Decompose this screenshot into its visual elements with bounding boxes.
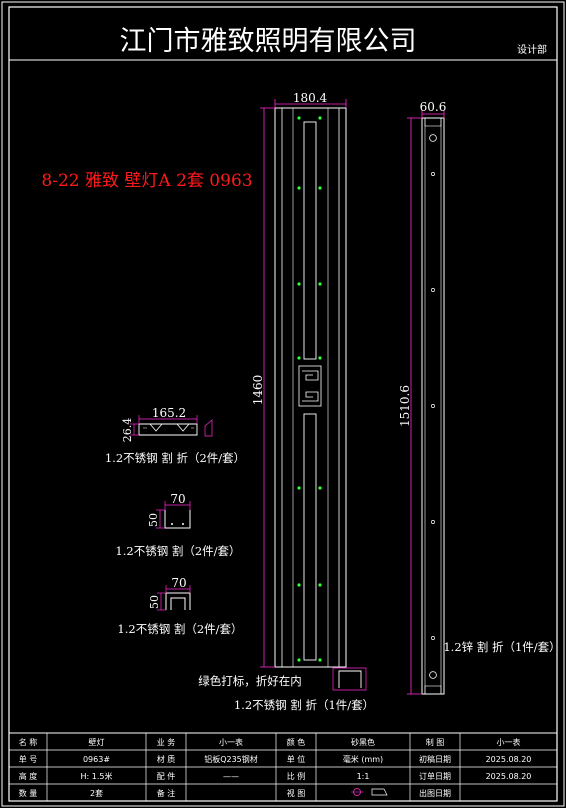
title-block-cell: 0963# xyxy=(83,755,110,764)
order-label: 8-22 雅致 壁灯A 2套 0963 xyxy=(41,171,252,191)
title-block-cell: 制 图 xyxy=(426,737,445,747)
profile-2-caption: 1.2不锈钢 割（2件/套） xyxy=(115,544,240,558)
company-title: 江门市雅致照明有限公司 xyxy=(120,26,417,57)
title-block-cell: 比 例 xyxy=(287,771,306,781)
main-panel-dimensions xyxy=(260,99,347,668)
profile-3-width-dimension: 70 xyxy=(171,576,186,590)
title-block-cell: 订单日期 xyxy=(419,771,451,781)
title-block-cell: 备 注 xyxy=(157,788,176,798)
title-block-cell: 视 图 xyxy=(287,788,306,798)
title-block-cell: 颜 色 xyxy=(287,737,306,747)
side-bar-view xyxy=(421,117,445,695)
main-height-dimension: 1460 xyxy=(251,375,265,406)
title-block-cell: 出图日期 xyxy=(419,788,451,798)
title-block-cell: 名 称 xyxy=(19,737,38,747)
profile-3-shape xyxy=(165,592,191,610)
title-block-cell: 单 号 xyxy=(19,754,38,764)
main-width-dimension: 180.4 xyxy=(293,91,328,105)
profile-2-dimensions xyxy=(156,501,191,529)
side-width-dimension: 60.6 xyxy=(420,100,447,114)
title-block-cell: 铝板Q235钢材 xyxy=(204,754,258,764)
profile-3-height-dimension: 50 xyxy=(148,595,161,609)
title-block-cell: H: 1.5米 xyxy=(81,771,113,781)
main-caption: 1.2不锈钢 割 折（1件/套） xyxy=(234,698,374,712)
side-bar-dimensions xyxy=(407,110,445,695)
profile-2-width-dimension: 70 xyxy=(170,492,185,506)
profile-1-shape xyxy=(138,423,198,436)
green-markers xyxy=(297,116,322,662)
profile-1-caption: 1.2不锈钢 割 折（2件/套） xyxy=(105,451,245,465)
title-block-cell: 单 位 xyxy=(287,754,306,764)
side-height-dimension: 1510.6 xyxy=(398,385,412,427)
title-block-cell: 2套 xyxy=(90,788,103,798)
title-block-cell: 高 度 xyxy=(19,771,38,781)
title-block-cell: 业 务 xyxy=(157,737,176,747)
title-block-cell: 数 量 xyxy=(19,788,38,798)
side-caption: 1.2锌 割 折（1件/套） xyxy=(443,640,560,654)
title-block-cell: 小一表 xyxy=(497,737,521,747)
department-label: 设计部 xyxy=(517,43,547,56)
profile-3-caption: 1.2不锈钢 割（2件/套） xyxy=(117,622,242,636)
profile-2-height-dimension: 50 xyxy=(147,513,160,527)
profile-1-width-dimension: 165.2 xyxy=(152,406,186,420)
title-block-cell: 砂黑色 xyxy=(351,737,375,747)
title-block-cell: 壁灯 xyxy=(89,737,105,747)
title-block-cell: 1:1 xyxy=(357,772,370,781)
profile-2-shape xyxy=(164,510,191,529)
title-block-cell: 2025.08.20 xyxy=(486,772,532,781)
main-note: 绿色打标，折好在内 xyxy=(198,674,302,688)
profile-1-dimensions xyxy=(130,415,213,437)
profile-1-height-dimension: 26.4 xyxy=(121,418,134,443)
title-block xyxy=(8,732,558,802)
title-block-cell: 毫米 (mm) xyxy=(343,754,383,764)
title-block-cell: 材 质 xyxy=(157,754,176,764)
title-block-cell: 配 件 xyxy=(157,771,176,781)
title-block-cell: 小一表 xyxy=(219,737,243,747)
main-fold-profile xyxy=(332,667,367,691)
title-block-cell: —— xyxy=(223,772,239,781)
profile-3-dimensions xyxy=(157,585,191,611)
main-panel-view xyxy=(274,107,347,668)
title-block-cell: 2025.08.20 xyxy=(486,755,532,764)
title-block-cell: 初稿日期 xyxy=(419,754,451,764)
